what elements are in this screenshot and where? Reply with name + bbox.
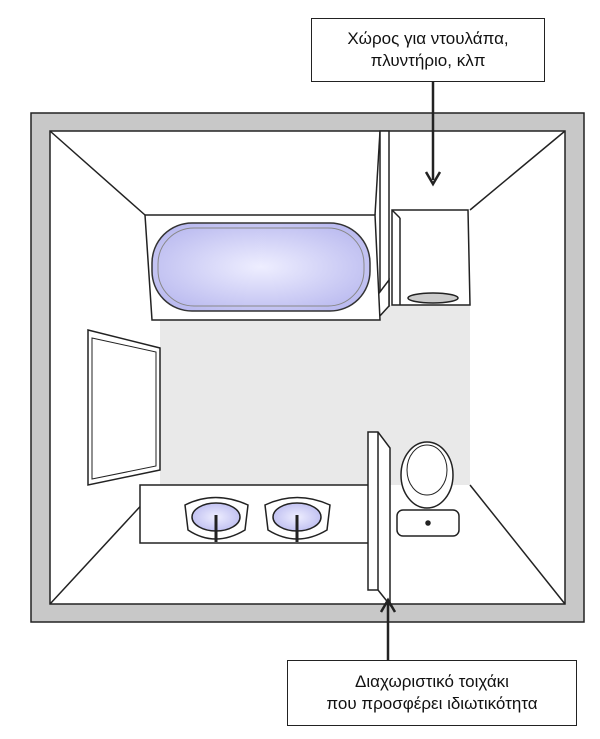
wall-edge-line bbox=[469, 484, 566, 605]
closet-space-label: Χώρος για ντουλάπα, πλυντήριο, κλπ bbox=[311, 18, 545, 82]
arrow-to-partition bbox=[379, 597, 397, 660]
partition-label-line1: Διαχωριστικό τοιχάκι bbox=[355, 672, 509, 691]
vanity-counter bbox=[139, 484, 371, 544]
toilet bbox=[396, 441, 460, 537]
closet-label-line2: πλυντήριο, κλπ bbox=[370, 51, 486, 70]
sink-right bbox=[264, 496, 331, 542]
window bbox=[87, 329, 161, 486]
arrow-to-closet bbox=[424, 82, 442, 187]
wall-edge-line bbox=[49, 130, 146, 216]
privacy-partition-wall bbox=[367, 431, 391, 608]
closet-label-line1: Χώρος για ντουλάπα, bbox=[347, 29, 509, 48]
closet-partition bbox=[379, 130, 390, 307]
sink-left bbox=[184, 496, 249, 542]
partition-wall-label: Διαχωριστικό τοιχάκι που προσφέρει ιδιωτ… bbox=[287, 660, 577, 726]
wall-edge-line bbox=[374, 130, 381, 216]
washing-machine bbox=[391, 209, 471, 306]
wall-edge-line bbox=[469, 130, 566, 211]
partition-label-line2: που προσφέρει ιδιωτικότητα bbox=[326, 694, 538, 713]
bathtub bbox=[144, 214, 381, 321]
